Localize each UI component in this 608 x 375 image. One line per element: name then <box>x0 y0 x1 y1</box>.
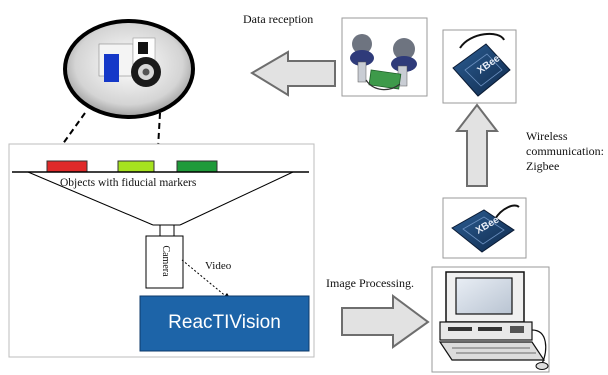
fiducial-marker-dark-green <box>176 160 218 173</box>
cone-right <box>179 171 294 226</box>
xbee-module-top <box>452 32 511 97</box>
arrow-left-data-reception <box>250 50 336 97</box>
xbee-module-bottom <box>451 204 520 253</box>
video-label: Video <box>205 260 232 272</box>
objects-label: Objects with fiducial markers <box>60 177 197 189</box>
wireless-label-line2: communication: <box>526 144 604 158</box>
fiducial-marker-light-green <box>117 160 155 173</box>
camera-body <box>145 235 184 289</box>
arrow-up-wireless <box>454 103 500 187</box>
reactivision-label: ReacTIVision <box>168 312 281 333</box>
cone-left <box>27 171 154 226</box>
wireless-label-line3: Zigbee <box>526 159 560 173</box>
zoom-oval <box>63 19 195 119</box>
reactivision-box <box>139 295 310 352</box>
wireless-label-line1: Wireless <box>526 129 568 143</box>
arrow-right-image-processing <box>341 294 430 349</box>
receiver-photo <box>350 34 417 91</box>
computer-photo <box>438 271 549 370</box>
data-reception-label: Data reception <box>243 12 314 26</box>
camera-lens <box>159 224 175 237</box>
camera-label: Camera <box>160 245 171 277</box>
image-processing-label: Image Processing. <box>326 276 414 290</box>
fiducial-marker-red <box>46 160 88 173</box>
fiducial-object-photo <box>98 37 161 87</box>
